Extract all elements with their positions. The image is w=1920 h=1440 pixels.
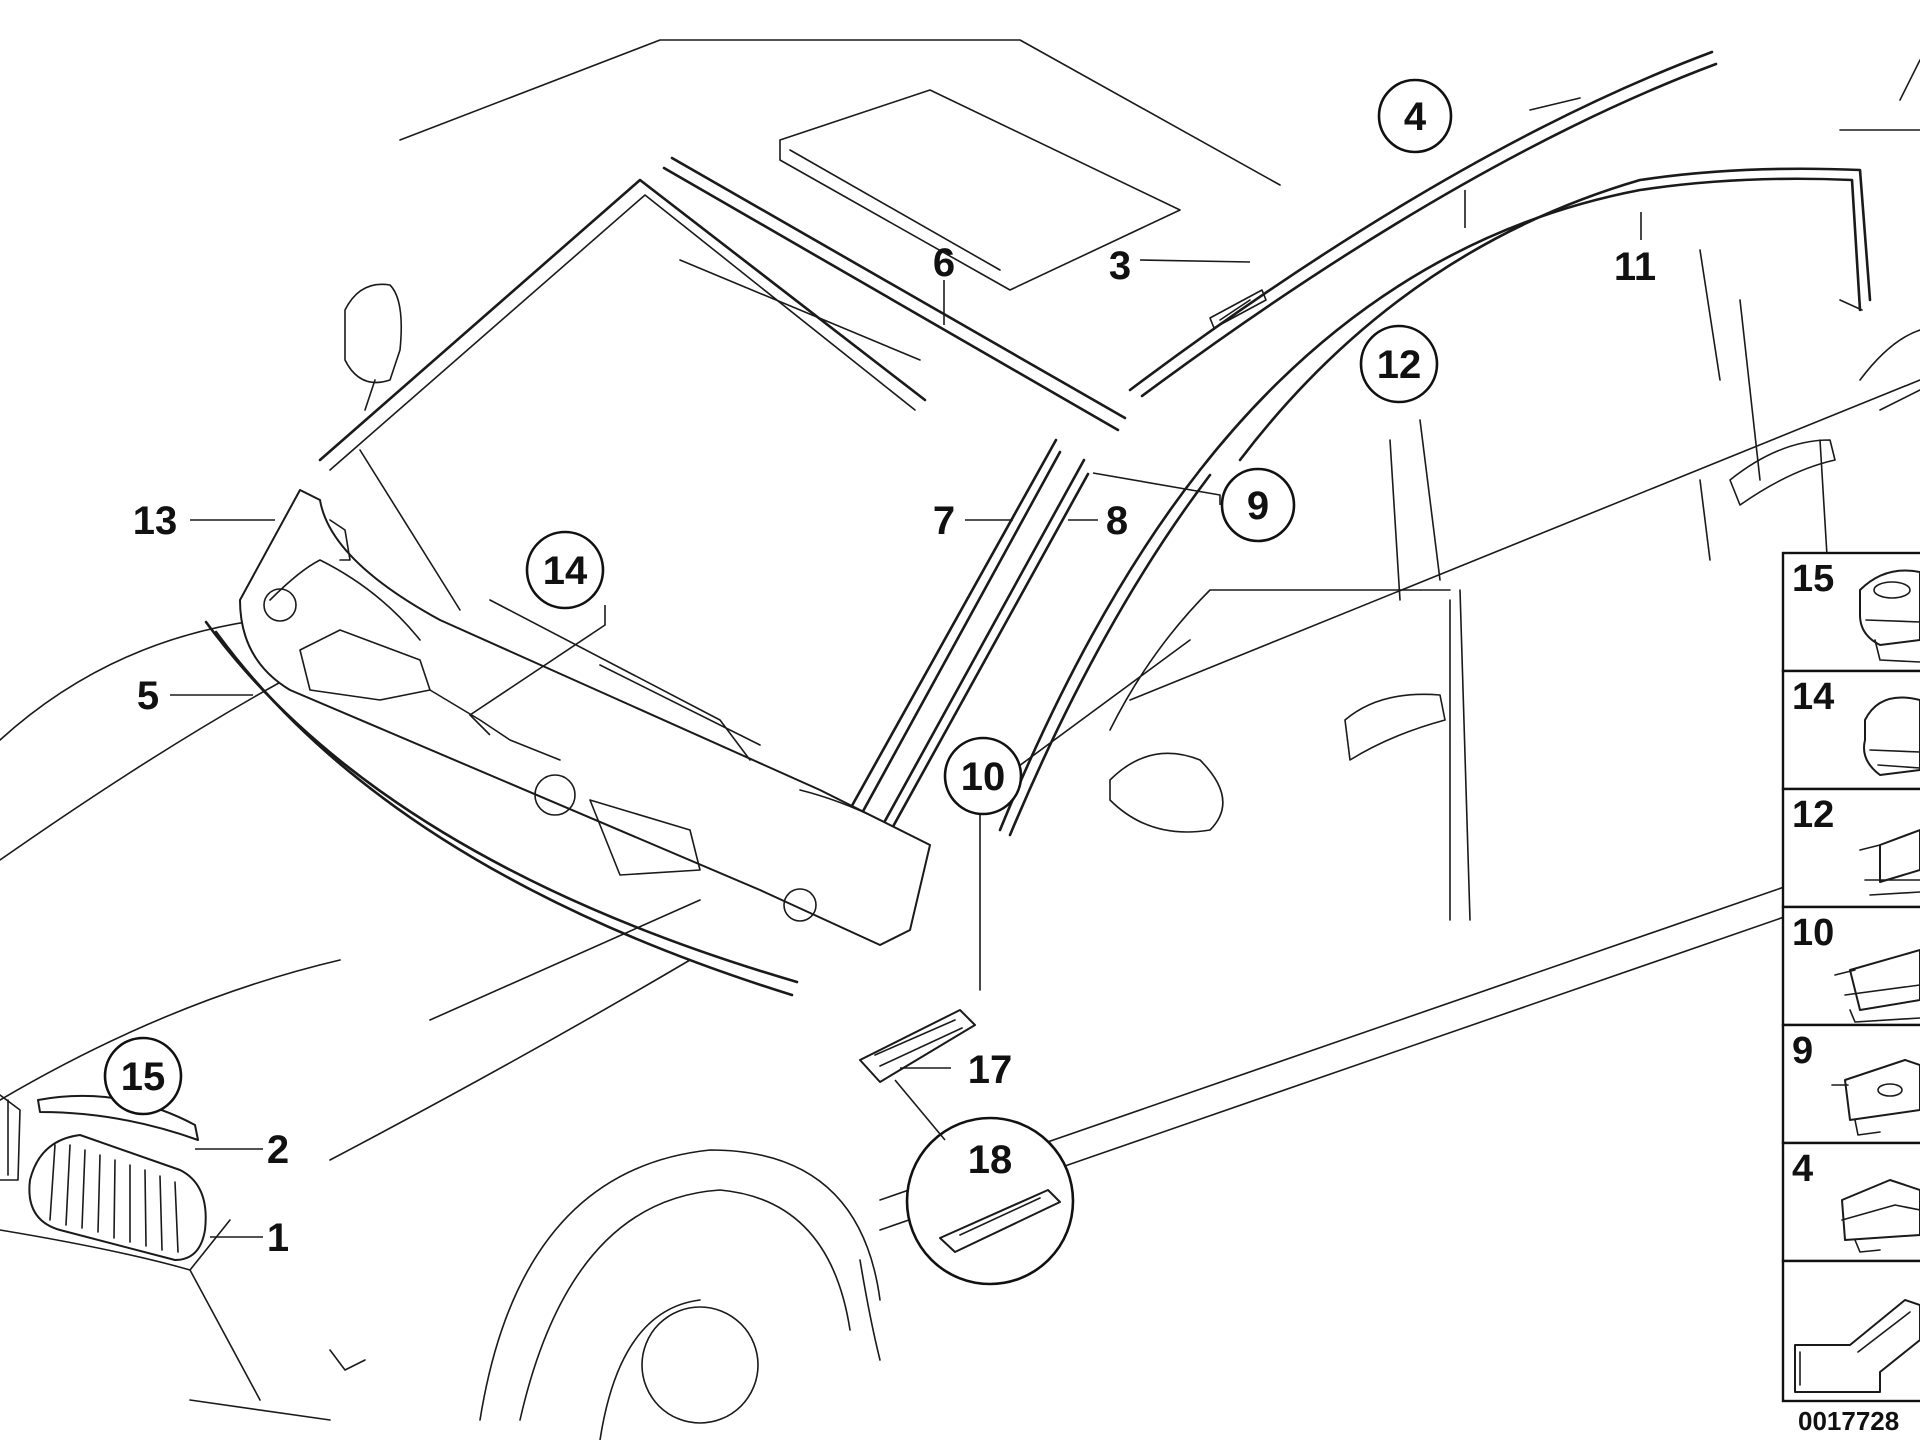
callout-5: 5 bbox=[137, 674, 159, 718]
callout-18: 18 bbox=[968, 1138, 1013, 1182]
clip-10-icon bbox=[1834, 949, 1920, 1023]
callout-9: 9 bbox=[1220, 467, 1296, 543]
kidney-grille-1 bbox=[28, 1134, 207, 1261]
callout-5-label: 5 bbox=[137, 674, 159, 718]
callout-1: 1 bbox=[267, 1216, 289, 1260]
callout-17: 17 bbox=[968, 1048, 1013, 1092]
callout-15-label: 15 bbox=[121, 1055, 166, 1099]
callout-6: 6 bbox=[933, 241, 955, 285]
a-pillar-trim-7 bbox=[842, 438, 1062, 826]
callout-2-label: 2 bbox=[267, 1128, 289, 1172]
callout-12-label: 12 bbox=[1377, 343, 1422, 387]
clip-9-icon bbox=[1831, 1059, 1920, 1136]
front-direction-arrow-icon bbox=[1794, 1299, 1920, 1393]
a-pillar-trim-9 bbox=[998, 468, 1212, 837]
callout-3: 3 bbox=[1109, 244, 1131, 288]
callout-14-label: 14 bbox=[543, 549, 588, 593]
seal-strip-5 bbox=[204, 620, 799, 997]
clip-14-icon bbox=[1863, 696, 1920, 776]
callout-10-label: 10 bbox=[961, 755, 1006, 799]
panel-num-4: 10 bbox=[1792, 912, 1834, 954]
panel-num-5: 9 bbox=[1792, 1030, 1813, 1072]
callout-15: 15 bbox=[103, 1036, 183, 1116]
clip-4-icon bbox=[1841, 1179, 1920, 1253]
callout-17-label: 17 bbox=[968, 1048, 1013, 1092]
clip-12-icon bbox=[1859, 829, 1920, 896]
roof-strip-3 bbox=[1209, 289, 1267, 329]
callout-6-label: 6 bbox=[933, 241, 955, 285]
callout-10: 10 bbox=[943, 736, 1023, 816]
callout-4-label: 4 bbox=[1404, 95, 1427, 139]
callout-13: 13 bbox=[133, 499, 178, 543]
panel-num-3: 12 bbox=[1792, 794, 1834, 836]
callout-4: 4 bbox=[1377, 78, 1453, 154]
callout-1-label: 1 bbox=[267, 1216, 289, 1260]
callout-8-label: 8 bbox=[1106, 499, 1128, 543]
door-frame-trim-11 bbox=[1198, 167, 1872, 472]
document-id: 0017728 bbox=[1798, 1406, 1899, 1436]
parts-panel: 15 14 12 10 9 4 bbox=[1781, 551, 1920, 1436]
callout-18-label: 18 bbox=[968, 1138, 1013, 1182]
windshield-top-trim-6 bbox=[662, 156, 1127, 432]
callout-7: 7 bbox=[933, 499, 955, 543]
callout-2: 2 bbox=[267, 1128, 289, 1172]
callout-8: 8 bbox=[1106, 499, 1128, 543]
callout-12: 12 bbox=[1359, 324, 1439, 404]
wiper-arm bbox=[359, 449, 761, 761]
callout-3-label: 3 bbox=[1109, 244, 1131, 288]
callout-14: 14 bbox=[525, 530, 605, 610]
a-pillar-trim-8 bbox=[878, 458, 1090, 834]
clip-15-icon bbox=[1859, 569, 1920, 663]
grille-trim-2 bbox=[37, 1094, 199, 1141]
callout-11-label: 11 bbox=[1614, 245, 1656, 289]
cowl-panel-13 bbox=[239, 489, 931, 946]
callout-9-label: 9 bbox=[1247, 484, 1269, 528]
car-body-outline bbox=[0, 39, 1920, 1440]
panel-num-2: 14 bbox=[1792, 676, 1834, 718]
callout-13-label: 13 bbox=[133, 499, 178, 543]
side-badge-17 bbox=[859, 1009, 976, 1083]
callout-11: 11 bbox=[1614, 245, 1656, 289]
callout-7-label: 7 bbox=[933, 499, 955, 543]
headlight-edge bbox=[0, 1094, 21, 1181]
panel-num-6: 4 bbox=[1792, 1148, 1813, 1190]
leader-lines bbox=[170, 190, 1642, 1238]
badge-detail-18 bbox=[905, 1116, 1075, 1286]
panel-num-1: 15 bbox=[1792, 558, 1834, 600]
